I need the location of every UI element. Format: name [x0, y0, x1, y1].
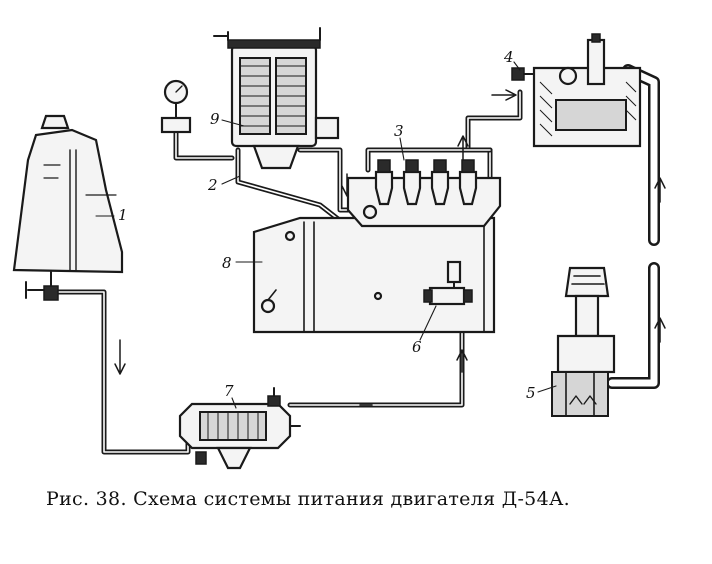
air-cleaner: [551, 266, 616, 417]
label-coarse-filter: 7: [224, 382, 234, 400]
label-injection-pump: 3: [394, 122, 404, 140]
label-fine-filter: 9: [210, 110, 220, 128]
pressure-gauge: [160, 79, 192, 134]
part-labels: 1 2 3 4 5 6 7 8 9: [118, 48, 536, 402]
injection-pump: [346, 159, 502, 228]
label-tank: 1: [118, 206, 128, 224]
callout-leaders: [95, 61, 557, 409]
figure-caption: Рис. 38. Схема системы питания двигателя…: [46, 488, 570, 510]
bypass-valve: [423, 260, 473, 306]
label-fuel-line: 2: [207, 176, 218, 194]
label-injector: 4: [503, 48, 514, 66]
fine-filter: [213, 27, 340, 170]
fuel-tank: [12, 114, 124, 301]
coarse-filter: [178, 387, 301, 470]
label-valve: 6: [412, 338, 422, 356]
label-air-cleaner: 5: [526, 384, 536, 402]
cylinder-head: [511, 33, 642, 148]
label-engine-block: 8: [222, 254, 232, 272]
fuel-system-diagram: 1 2 3 4 5 6 7 8 9: [12, 27, 666, 470]
